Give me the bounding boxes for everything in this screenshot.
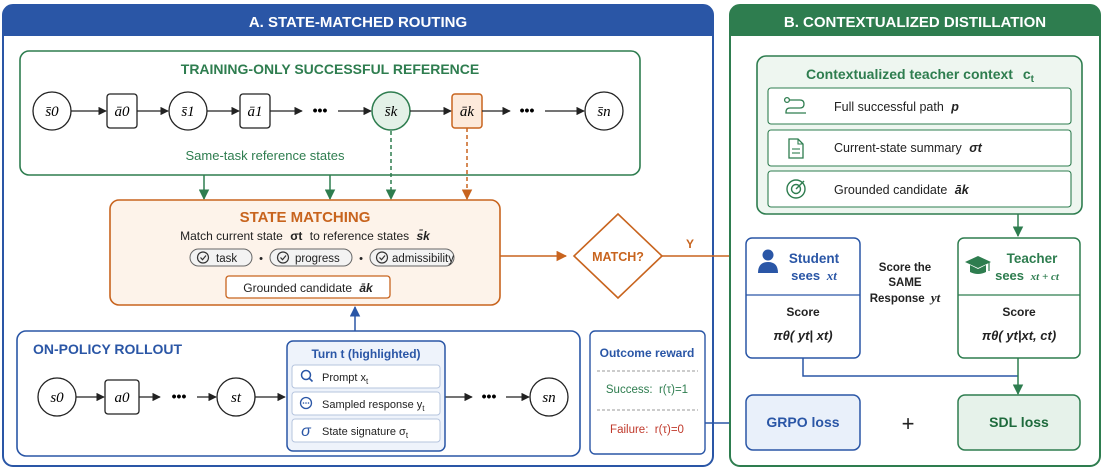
grounded-candidate-label: Grounded candidate āk <box>243 281 374 295</box>
ref-ellipsis-1: ••• <box>313 102 328 118</box>
check-icon <box>196 251 210 264</box>
ref-state-s1-label: s̄1 <box>181 104 194 120</box>
plus-sign: + <box>902 411 915 436</box>
context-item-candidate <box>767 170 1072 208</box>
check-icon <box>375 251 389 264</box>
rollout-title: ON-POLICY ROLLOUT <box>33 341 183 357</box>
chip-progress: progress <box>269 248 353 267</box>
student-to-sdl-line <box>802 358 1018 377</box>
context-item-path <box>767 87 1072 125</box>
document-icon <box>788 138 804 159</box>
ref-state-sn-label: s̄n <box>597 104 610 120</box>
rollout-state-sn <box>529 377 569 417</box>
sdl-loss-label: SDL loss <box>989 414 1049 430</box>
chat-icon <box>299 396 313 410</box>
outcome-reward-title: Outcome reward <box>600 346 695 360</box>
teacher-context-title: Contextualized teacher context ct <box>806 66 1035 85</box>
ref-ellipsis-2: ••• <box>520 102 535 118</box>
context-item-summary <box>767 129 1072 167</box>
reward-failure: Failure: r(τ)=0 <box>610 424 684 436</box>
state-matching-description: Match current state σt to reference stat… <box>180 229 431 243</box>
rollout-ellipsis-1: ••• <box>172 388 187 404</box>
chip-admissibility: admissibility <box>369 248 455 267</box>
student-sees: sees xt <box>791 268 837 283</box>
student-score-label: Score <box>786 305 820 319</box>
grpo-loss-box: GRPO loss <box>745 394 861 451</box>
turn-item-prompt <box>291 364 441 389</box>
search-icon <box>300 369 314 383</box>
path-icon <box>783 96 806 114</box>
chip-task: task <box>189 248 253 267</box>
compare-line-2: SAME <box>888 277 922 289</box>
ref-state-sk-label: s̄k <box>385 104 398 120</box>
rollout-action-a0-label: a0 <box>115 390 131 406</box>
panel-b-title: B. CONTEXTUALIZED DISTILLATION <box>784 14 1046 31</box>
student-box: Student sees xt Score πθ( yt| xt) <box>745 237 861 359</box>
turn-item-signature <box>291 418 441 443</box>
chip-separator-2: • <box>359 253 363 265</box>
graduation-cap-icon <box>965 256 991 274</box>
context-item-summary-label: Current-state summary σt <box>834 141 983 155</box>
chip-separator-1: • <box>259 253 263 265</box>
context-item-path-label: Full successful path p <box>834 100 959 114</box>
teacher-score-label: Score <box>1002 305 1036 319</box>
turn-item-signature-label: State signature σt <box>322 426 409 440</box>
student-title: Student <box>789 251 840 266</box>
teacher-sees: sees xt + ct <box>995 268 1060 283</box>
check-icon <box>276 251 290 264</box>
check-mark <box>280 255 287 261</box>
rollout-state-s0-label: s0 <box>50 390 64 406</box>
check-mark <box>379 255 386 261</box>
sigma-icon: σ <box>301 423 312 440</box>
reward-success: Success: r(τ)=1 <box>606 384 688 396</box>
yes-label: Y <box>686 237 694 251</box>
rollout-ellipsis-2: ••• <box>482 388 497 404</box>
sdl-loss-box: SDL loss <box>957 394 1081 451</box>
teacher-context-box: Contextualized teacher context ct Full s… <box>756 55 1083 215</box>
rollout-state-st-label: st <box>231 390 242 406</box>
rollout-box: ON-POLICY ROLLOUT s0 a0 ••• st ••• sn Tu… <box>16 330 581 457</box>
state-matching-title: STATE MATCHING <box>240 209 371 226</box>
match-decision-label: MATCH? <box>592 250 644 264</box>
chip-admissibility-label: admissibility <box>392 253 454 265</box>
grpo-loss-label: GRPO loss <box>766 414 839 430</box>
ref-action-a0-label: ā0 <box>115 104 131 120</box>
compare-note: Score the SAME Response yt <box>870 262 941 305</box>
user-icon <box>758 249 778 273</box>
reference-box: TRAINING-ONLY SUCCESSFUL REFERENCE s̄0 ā… <box>19 50 641 176</box>
ref-action-a1-label: ā1 <box>248 104 263 120</box>
teacher-title: Teacher <box>1007 251 1059 266</box>
context-item-candidate-label: Grounded candidate āk <box>834 183 970 197</box>
compare-line-1: Score the <box>879 262 931 274</box>
compare-line-3: Response yt <box>870 290 941 305</box>
check-mark <box>200 255 207 261</box>
reference-title: TRAINING-ONLY SUCCESSFUL REFERENCE <box>181 61 479 77</box>
target-icon <box>786 179 806 199</box>
match-decision: MATCH? <box>572 212 664 300</box>
rollout-state-sn-label: sn <box>542 390 555 406</box>
reference-caption: Same-task reference states <box>186 148 345 163</box>
teacher-box: Teacher sees xt + ct Score πθ( yt|xt, ct… <box>957 237 1081 359</box>
chip-progress-label: progress <box>295 253 340 265</box>
turn-item-response-label: Sampled response yt <box>322 399 425 413</box>
turn-title: Turn t (highlighted) <box>311 347 420 361</box>
ref-state-sn <box>584 91 624 131</box>
chip-task-label: task <box>216 253 237 265</box>
student-score-formula: πθ( yt| xt) <box>773 328 832 343</box>
state-matching-box: STATE MATCHING Match current state σt to… <box>109 199 501 306</box>
teacher-score-formula: πθ( yt|xt, ct) <box>982 328 1056 343</box>
grounded-candidate-box <box>225 275 391 299</box>
ref-action-ak-label: āk <box>460 104 475 120</box>
turn-box: Turn t (highlighted) Prompt xt Sampled r… <box>286 340 446 452</box>
outcome-reward-box: Outcome reward Success: r(τ)=1 Failure: … <box>589 330 706 455</box>
turn-item-response <box>291 391 441 416</box>
panel-a-title: A. STATE-MATCHED ROUTING <box>249 14 467 31</box>
ref-state-s0-label: s̄0 <box>45 104 59 120</box>
turn-item-prompt-label: Prompt xt <box>322 372 369 386</box>
